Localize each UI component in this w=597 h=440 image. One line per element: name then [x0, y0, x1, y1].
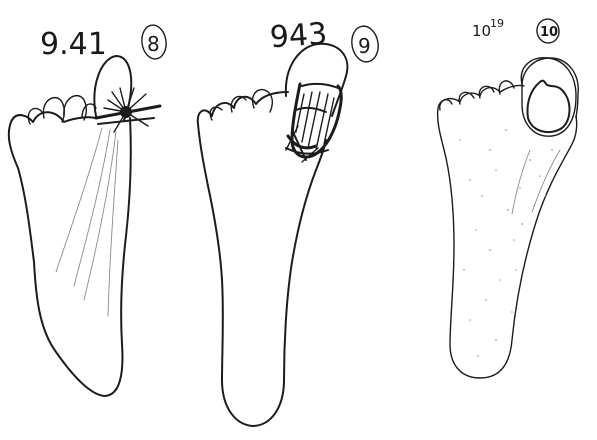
sole-speckles: [459, 129, 553, 357]
drawing-1-index-badge: 8: [140, 23, 168, 60]
drawing-2-index-label: 9: [358, 34, 371, 58]
foot-2-icon: [198, 44, 348, 426]
foot-3-icon: [438, 58, 579, 378]
drawing-3: 10 19 10: [438, 17, 579, 378]
drawing-1-index-label: 8: [147, 32, 160, 56]
drawing-1: 9.41 8: [9, 23, 168, 396]
drawing-2: 943 9: [198, 16, 381, 426]
starburst-mark: [96, 88, 160, 132]
drawing-2-index-badge: 9: [349, 24, 381, 64]
drawing-3-index-badge: 10: [535, 17, 562, 45]
circled-shape-mark: [521, 58, 576, 136]
drawing-3-time-label: 10: [472, 22, 491, 40]
hatched-area-mark: [286, 84, 341, 162]
foot-1-icon: [9, 56, 160, 396]
drawing-3-time-label-group: 10 19: [472, 17, 504, 40]
drawing-3-time-superscript: 19: [490, 17, 504, 30]
drawing-1-time-label: 9.41: [40, 27, 107, 62]
drawing-2-time-label: 943: [269, 16, 329, 55]
drawing-3-index-label: 10: [540, 25, 558, 40]
